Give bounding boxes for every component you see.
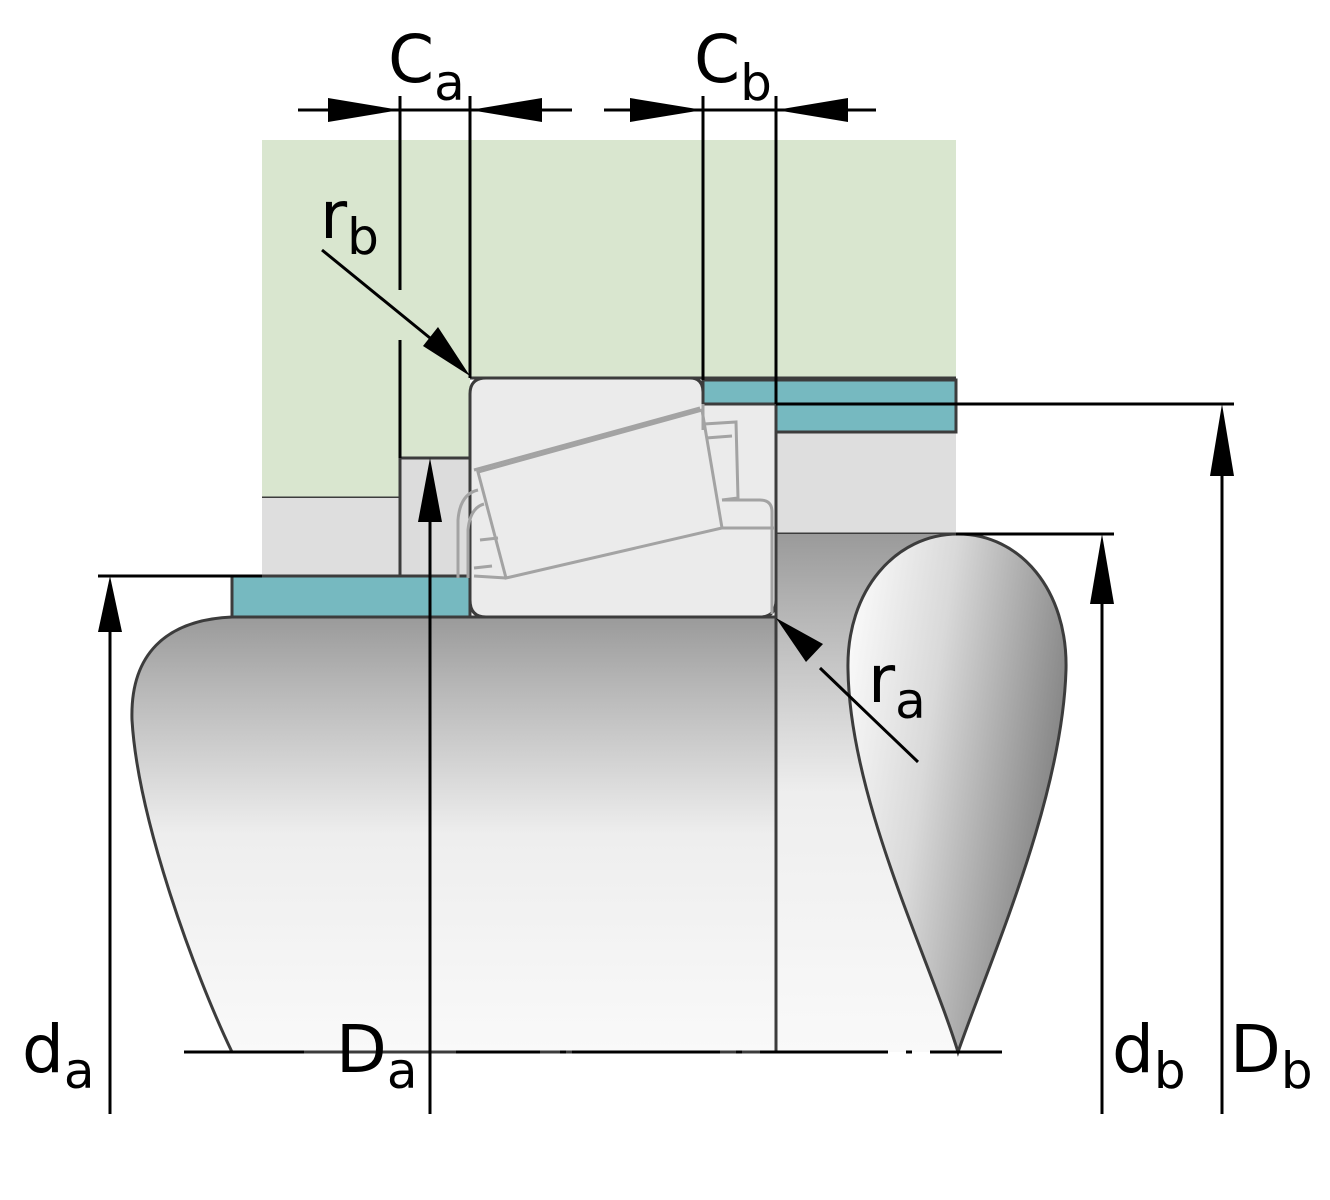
db-arrow — [1090, 534, 1114, 604]
ca-arrow-left — [328, 98, 400, 122]
dimension-labels: Ca Cb rb ra da Da db Db — [22, 21, 1313, 1100]
label-db: db — [1112, 1011, 1186, 1100]
cb-arrow-right — [776, 98, 848, 122]
cb-arrow-left — [630, 98, 703, 122]
ra-arrow — [776, 618, 823, 662]
housing-spacer-lower — [774, 402, 958, 434]
bearing-envelope — [468, 376, 778, 619]
shaft-spacer — [230, 574, 472, 619]
Da-arrow — [418, 458, 442, 522]
Db-arrow — [1210, 404, 1234, 476]
rb-leader — [321, 248, 431, 340]
housing-body — [262, 140, 956, 498]
ca-arrow-right — [470, 98, 542, 122]
rb-arrow — [423, 327, 470, 376]
ra-leader — [818, 666, 920, 764]
tapered-roller-bearing — [456, 376, 778, 619]
label-ca: Ca — [388, 21, 465, 112]
label-Da: Da — [336, 1011, 417, 1100]
shaft-body — [130, 615, 778, 1054]
label-rb: rb — [320, 177, 379, 266]
bearing-internal-lines — [456, 404, 774, 614]
left-gray-ring — [262, 498, 400, 576]
housing-spacer-upper — [701, 378, 958, 406]
dimension-lines — [98, 96, 1234, 1114]
label-cb: Cb — [694, 21, 772, 112]
label-Db: Db — [1230, 1011, 1313, 1100]
da-arrow — [98, 576, 122, 632]
label-ra: ra — [868, 641, 926, 730]
right-housing-ring — [776, 430, 956, 534]
label-da: da — [22, 1011, 95, 1100]
shaft — [130, 532, 1068, 1057]
arrowheads — [98, 98, 1234, 662]
